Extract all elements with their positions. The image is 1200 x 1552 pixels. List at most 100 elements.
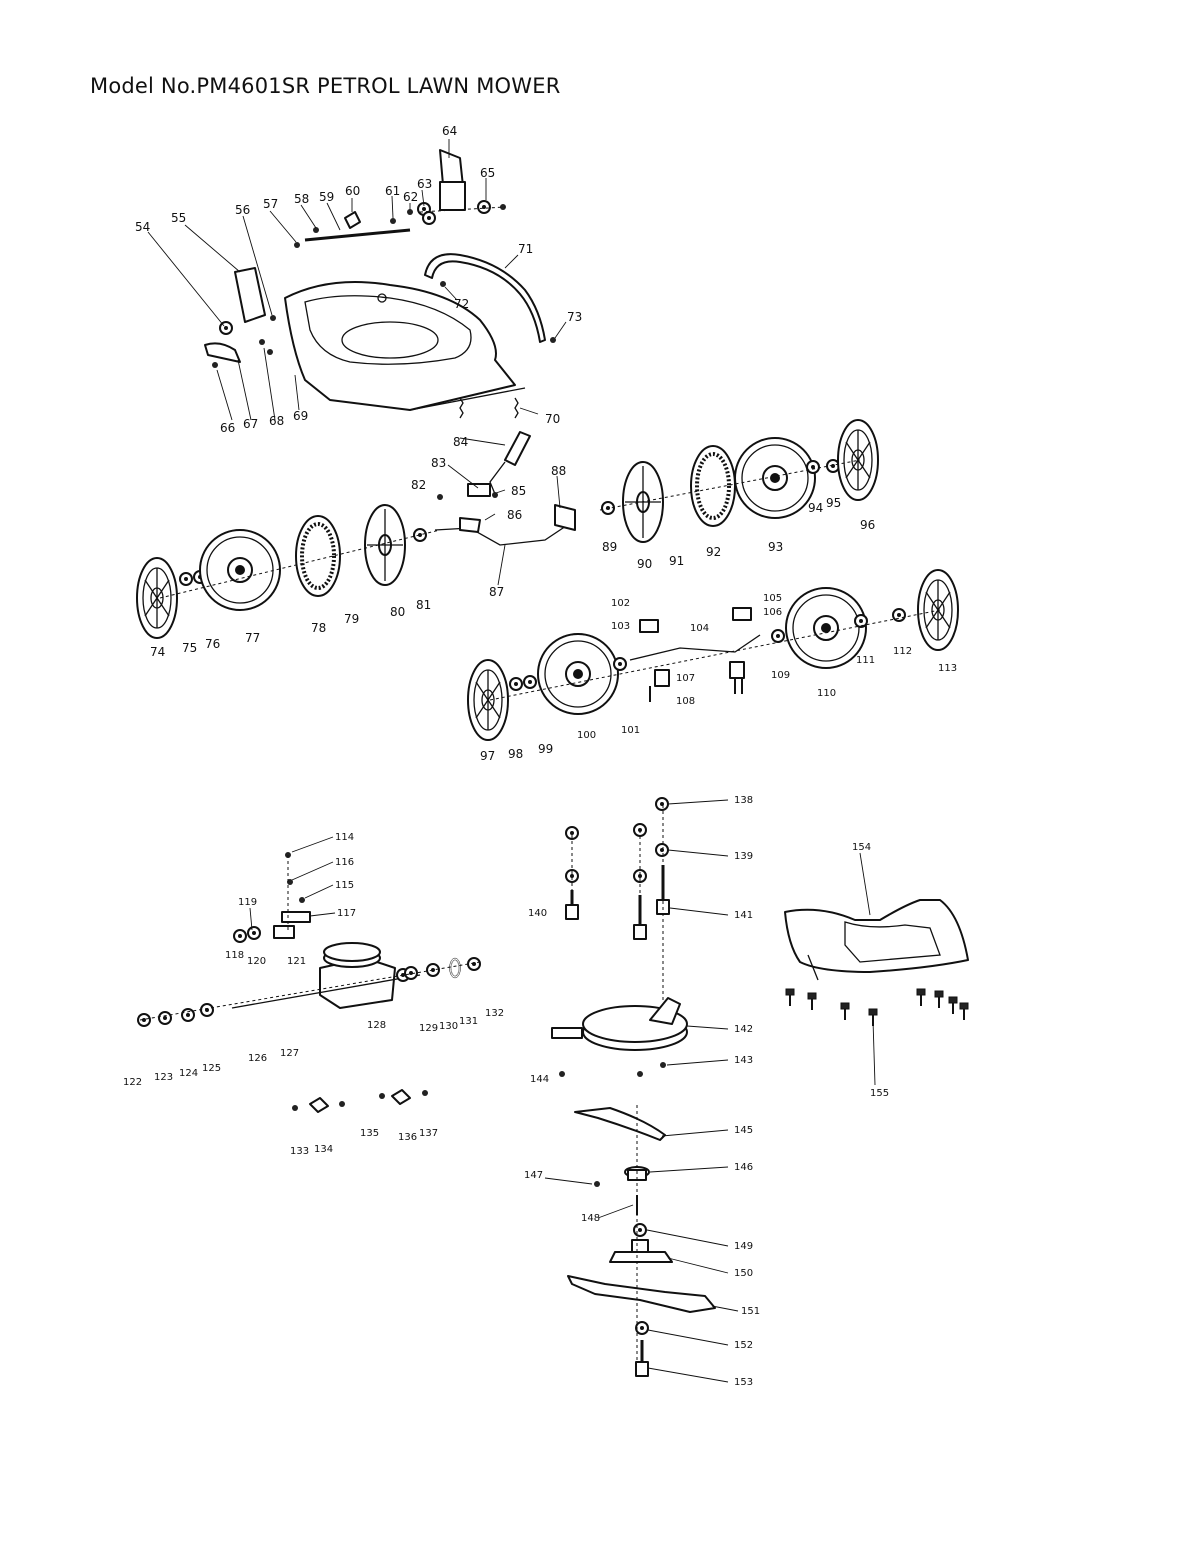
- callout-151: 151: [741, 1306, 760, 1317]
- callout-153: 153: [734, 1377, 753, 1388]
- gear-80: [364, 504, 406, 586]
- callout-102: 102: [611, 598, 630, 609]
- callout-93: 93: [768, 540, 783, 554]
- blade-adapter-150: [609, 1239, 673, 1263]
- callout-121: 121: [287, 956, 306, 967]
- callout-123: 123: [154, 1072, 173, 1083]
- callout-120: 120: [247, 956, 266, 967]
- callout-133: 133: [290, 1146, 309, 1157]
- callout-103: 103: [611, 621, 630, 632]
- callout-139: 139: [734, 851, 753, 862]
- callout-141: 141: [734, 910, 753, 921]
- hubcap-74: [136, 557, 178, 639]
- blade-bolt-153: [635, 1340, 649, 1377]
- callout-117: 117: [337, 908, 356, 919]
- callout-79: 79: [344, 612, 359, 626]
- engine-cover-142: [551, 997, 688, 1051]
- leader-lines-lower: [249, 799, 876, 1383]
- callout-77: 77: [245, 631, 260, 645]
- callout-142: 142: [734, 1024, 753, 1035]
- callout-74: 74: [150, 645, 165, 659]
- callout-137: 137: [419, 1128, 438, 1139]
- callout-62: 62: [403, 190, 418, 204]
- callout-99: 99: [538, 742, 553, 756]
- callout-116: 116: [335, 857, 354, 868]
- callout-97: 97: [480, 749, 495, 763]
- callout-59: 59: [319, 190, 334, 204]
- mower-deck: [284, 281, 526, 411]
- handle-bracket-right: [439, 149, 466, 211]
- callout-105: 105: [763, 593, 782, 604]
- gearbox: [231, 911, 421, 1009]
- callout-112: 112: [893, 646, 912, 657]
- callout-109: 109: [771, 670, 790, 681]
- callout-131: 131: [459, 1016, 478, 1027]
- callout-58: 58: [294, 192, 309, 206]
- callout-155: 155: [870, 1088, 889, 1099]
- handle-bracket-left: [204, 267, 266, 363]
- callout-138: 138: [734, 795, 753, 806]
- wheel-93: [734, 437, 816, 519]
- hubcap-97: [467, 659, 509, 741]
- callout-85: 85: [511, 484, 526, 498]
- callout-65: 65: [480, 166, 495, 180]
- callout-84: 84: [453, 435, 468, 449]
- callout-91: 91: [669, 554, 684, 568]
- callout-104: 104: [690, 623, 709, 634]
- callout-73: 73: [567, 310, 582, 324]
- wheel-100: [537, 633, 619, 715]
- callout-146: 146: [734, 1162, 753, 1173]
- callout-80: 80: [390, 605, 405, 619]
- callout-95: 95: [826, 496, 841, 510]
- callout-152: 152: [734, 1340, 753, 1351]
- callout-125: 125: [202, 1063, 221, 1074]
- callout-130: 130: [439, 1021, 458, 1032]
- callout-87: 87: [489, 585, 504, 599]
- callout-76: 76: [205, 637, 220, 651]
- callout-144: 144: [530, 1074, 549, 1085]
- callout-136: 136: [398, 1132, 417, 1143]
- callout-78: 78: [311, 621, 326, 635]
- callout-69: 69: [293, 409, 308, 423]
- callout-106: 106: [763, 607, 782, 618]
- lever-84: [467, 431, 531, 497]
- callout-135: 135: [360, 1128, 379, 1139]
- callout-128: 128: [367, 1020, 386, 1031]
- wheel-77: [199, 529, 281, 611]
- callout-100: 100: [577, 730, 596, 741]
- springs-70: [459, 397, 519, 419]
- callout-labels: 64 65 63 62 61 60 59 58 57 56 55 54 71 7…: [123, 124, 957, 1388]
- callout-96: 96: [860, 518, 875, 532]
- gear-ring-92: [689, 444, 737, 528]
- callout-110: 110: [817, 688, 836, 699]
- callout-111: 111: [856, 655, 875, 666]
- callout-70: 70: [545, 412, 560, 426]
- callout-61: 61: [385, 184, 400, 198]
- callout-66: 66: [220, 421, 235, 435]
- callout-124: 124: [179, 1068, 198, 1079]
- callout-147: 147: [524, 1170, 543, 1181]
- callout-71: 71: [518, 242, 533, 256]
- grass-box-cover-154: [784, 899, 969, 981]
- brackets-134-136: [309, 1089, 411, 1113]
- callout-89: 89: [602, 540, 617, 554]
- callout-143: 143: [734, 1055, 753, 1066]
- callout-115: 115: [335, 880, 354, 891]
- callout-150: 150: [734, 1268, 753, 1279]
- callout-98: 98: [508, 747, 523, 761]
- callout-118: 118: [225, 950, 244, 961]
- callout-149: 149: [734, 1241, 753, 1252]
- callout-101: 101: [621, 725, 640, 736]
- front-axle-104: [629, 607, 761, 702]
- callout-67: 67: [243, 417, 258, 431]
- callout-75: 75: [182, 641, 197, 655]
- callout-54: 54: [135, 220, 150, 234]
- callout-82: 82: [411, 478, 426, 492]
- callout-90: 90: [637, 557, 652, 571]
- callout-113: 113: [938, 663, 957, 674]
- callout-64: 64: [442, 124, 457, 138]
- callout-154: 154: [852, 842, 871, 853]
- rear-handle: [424, 253, 546, 343]
- callout-107: 107: [676, 673, 695, 684]
